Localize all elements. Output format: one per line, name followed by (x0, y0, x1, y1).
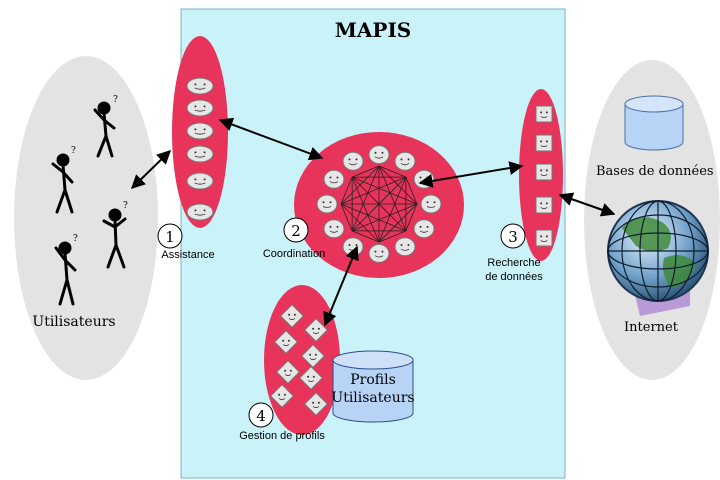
smiley-face-icon (303, 317, 329, 343)
component-number-badge (248, 402, 274, 428)
svg-text:?: ? (113, 95, 118, 105)
stick-figure-icon: ? ? ? ? (51, 95, 128, 306)
smiley-face-icon (535, 105, 553, 123)
component-label-line1: Recherche (487, 257, 540, 269)
component-number-badge (500, 223, 526, 249)
users-cloud (14, 56, 158, 380)
smiley-face-icon (394, 237, 416, 257)
component-number-badge (283, 217, 309, 243)
smiley-face-icon (535, 196, 553, 214)
profile-db-line1: Profils (350, 372, 396, 388)
smiley-face-icon (535, 105, 553, 247)
globe-icon (607, 200, 709, 316)
agent-mesh (340, 165, 418, 243)
users-label: Utilisateurs (32, 314, 115, 330)
component-number: 1 (165, 228, 175, 246)
profile-db-line2: Utilisateurs (331, 390, 414, 406)
smiley-face-icon (323, 219, 345, 239)
smiley-face-icon (275, 359, 301, 385)
smiley-face-icon (186, 77, 214, 221)
smiley-face-icon (535, 163, 553, 181)
smiley-face-icon (300, 343, 326, 369)
smiley-face-icon (368, 145, 390, 165)
smiley-face-icon (303, 391, 329, 417)
smiley-face-icon (535, 229, 553, 247)
smiley-face-icon (186, 122, 214, 140)
smiley-face-icon (394, 151, 416, 171)
profiles-agent-group (264, 285, 340, 435)
smiley-face-icon (535, 134, 553, 152)
svg-text:?: ? (123, 201, 128, 211)
database-cylinder-icon (332, 350, 414, 423)
smiley-face-icon (316, 194, 338, 214)
component-number: 2 (291, 222, 301, 240)
smiley-face-icon (186, 203, 214, 221)
component-label-line2: de données (485, 271, 543, 283)
smiley-face-icon (186, 77, 214, 95)
smiley-face-icon (342, 237, 364, 257)
smiley-face-icon (413, 169, 435, 189)
smiley-face-icon (273, 329, 299, 355)
component-number: 4 (256, 407, 266, 425)
internet-label: Internet (624, 320, 679, 335)
component-number: 3 (508, 228, 518, 246)
component-label: Assistance (161, 249, 214, 261)
component-number-badge (157, 223, 183, 249)
smiley-face-icon (342, 151, 364, 171)
component-label: Gestion de profils (239, 430, 325, 442)
svg-text:?: ? (71, 146, 76, 156)
smiley-face-icon (279, 303, 305, 329)
arrow-search-internet (558, 192, 616, 217)
arrow-coordination-profiles (323, 245, 359, 327)
smiley-face-icon (413, 219, 435, 239)
smiley-face-icon (368, 243, 390, 263)
smiley-face-icon (186, 172, 214, 190)
smiley-face-icon (298, 365, 324, 391)
smiley-face-icon (269, 303, 329, 417)
arrow-assistance-coordination (218, 117, 324, 161)
smiley-face-icon (269, 383, 295, 409)
smiley-face-icon (186, 145, 214, 163)
page-title: MAPIS (335, 18, 412, 42)
smiley-face-icon (323, 169, 345, 189)
databases-label: Bases de données (596, 164, 714, 179)
svg-text:?: ? (73, 234, 78, 244)
database-cylinder-icon (624, 95, 684, 151)
smiley-face-icon (420, 194, 442, 214)
arrow-users-assistance (130, 150, 172, 189)
arrow-coordination-search (418, 161, 524, 188)
smiley-face-icon (186, 99, 214, 117)
component-label: Coordination (263, 248, 325, 260)
